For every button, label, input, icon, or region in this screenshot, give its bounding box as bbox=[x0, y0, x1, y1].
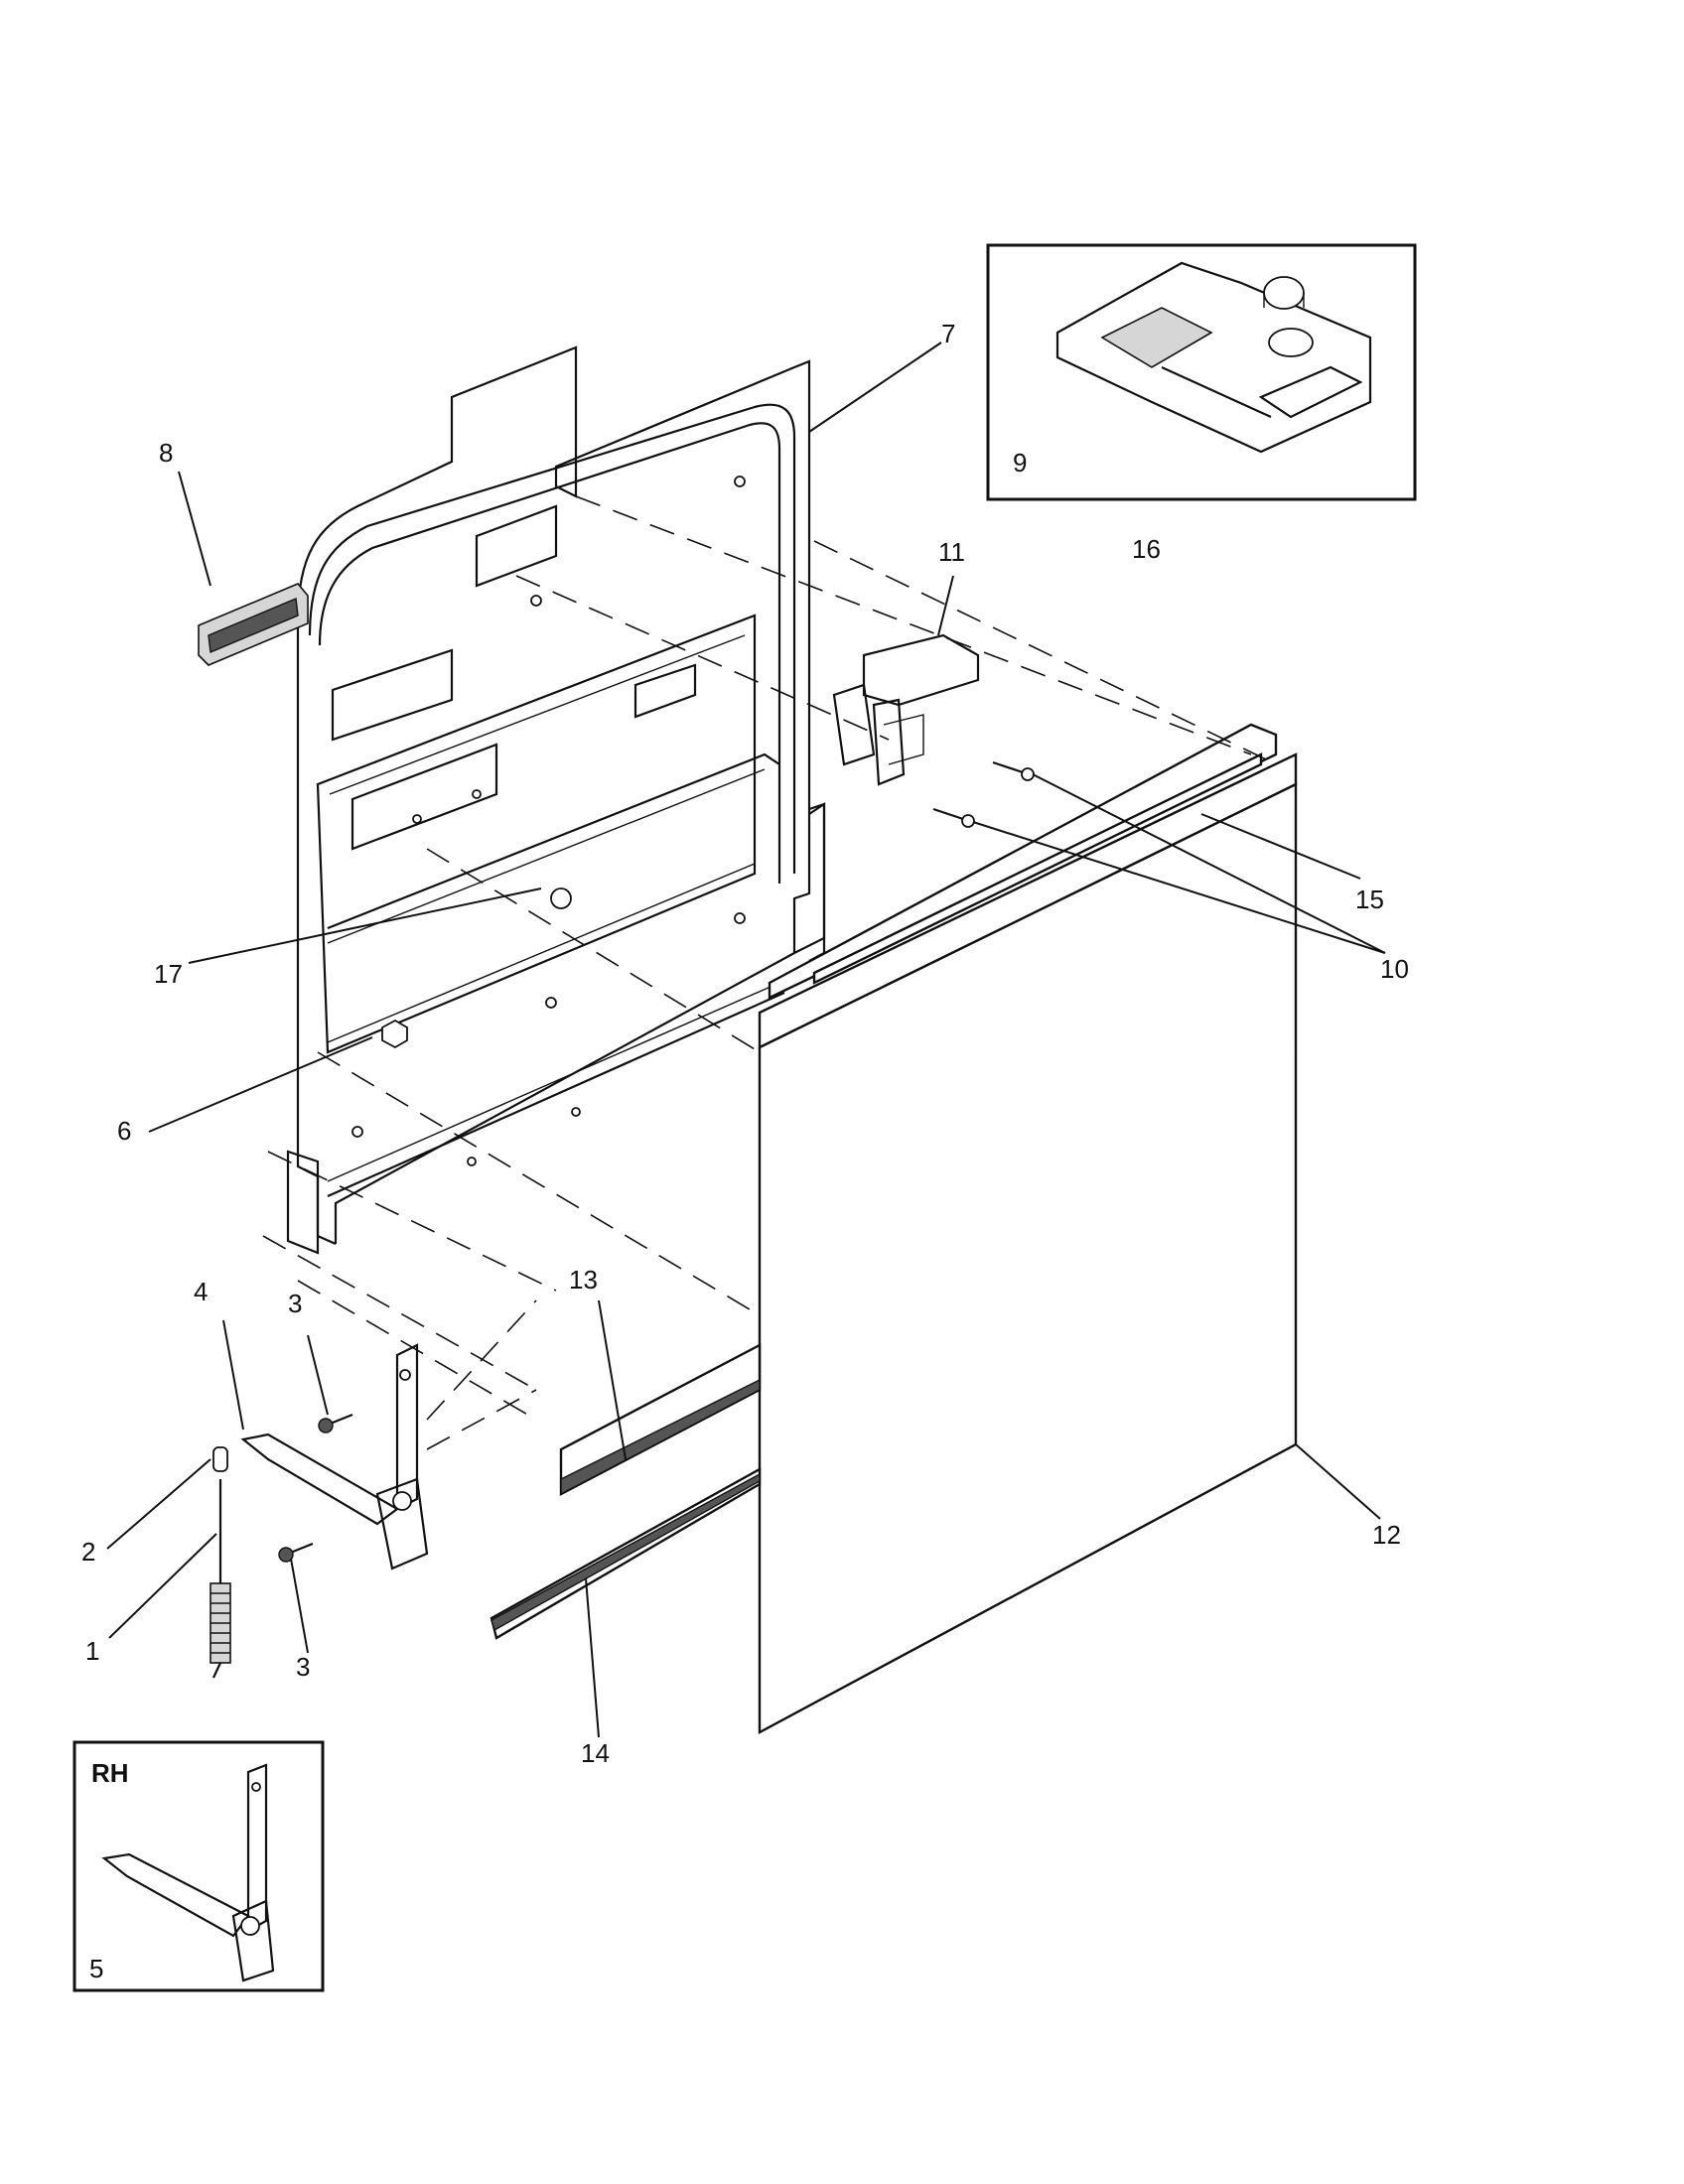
inset-rh-hinge bbox=[72, 1740, 325, 1992]
callout-11: 11 bbox=[938, 537, 965, 567]
callout-14: 14 bbox=[581, 1738, 610, 1768]
callout-3a: 3 bbox=[288, 1289, 302, 1318]
callout-17: 17 bbox=[154, 959, 183, 989]
outer-door-panel[interactable] bbox=[758, 723, 1298, 1735]
inset-rh-tag: RH bbox=[91, 1758, 129, 1788]
inset-dispenser bbox=[986, 243, 1417, 501]
callout-7: 7 bbox=[941, 319, 955, 348]
callout-10: 10 bbox=[1380, 954, 1409, 984]
callout-12: 12 bbox=[1372, 1520, 1401, 1550]
spring bbox=[210, 1479, 231, 1679]
callout-15: 15 bbox=[1355, 885, 1384, 914]
lower-trim-14 bbox=[490, 1466, 762, 1640]
callout-2: 2 bbox=[81, 1537, 95, 1567]
door-hinge bbox=[240, 1343, 429, 1570]
nut bbox=[381, 1019, 408, 1049]
callout-3b: 3 bbox=[296, 1652, 310, 1682]
hinge-screws bbox=[278, 1413, 353, 1563]
callout-9: 9 bbox=[1013, 448, 1027, 478]
spring-link bbox=[212, 1446, 228, 1472]
door-latch bbox=[832, 633, 980, 786]
callout-13: 13 bbox=[569, 1265, 598, 1295]
assembly-lines bbox=[262, 495, 1267, 1450]
callout-8: 8 bbox=[159, 438, 173, 468]
screws bbox=[932, 760, 1035, 828]
plug bbox=[550, 887, 572, 909]
leader-lines bbox=[106, 292, 1386, 1738]
vent-grille bbox=[198, 583, 309, 666]
callout-1: 1 bbox=[85, 1636, 99, 1666]
callout-16: 16 bbox=[1132, 534, 1161, 564]
callout-4: 4 bbox=[194, 1277, 208, 1306]
door-inner-frame bbox=[286, 345, 826, 1255]
callout-6: 6 bbox=[117, 1116, 131, 1146]
lower-trim-13 bbox=[559, 1343, 762, 1496]
callout-5: 5 bbox=[89, 1954, 103, 1983]
